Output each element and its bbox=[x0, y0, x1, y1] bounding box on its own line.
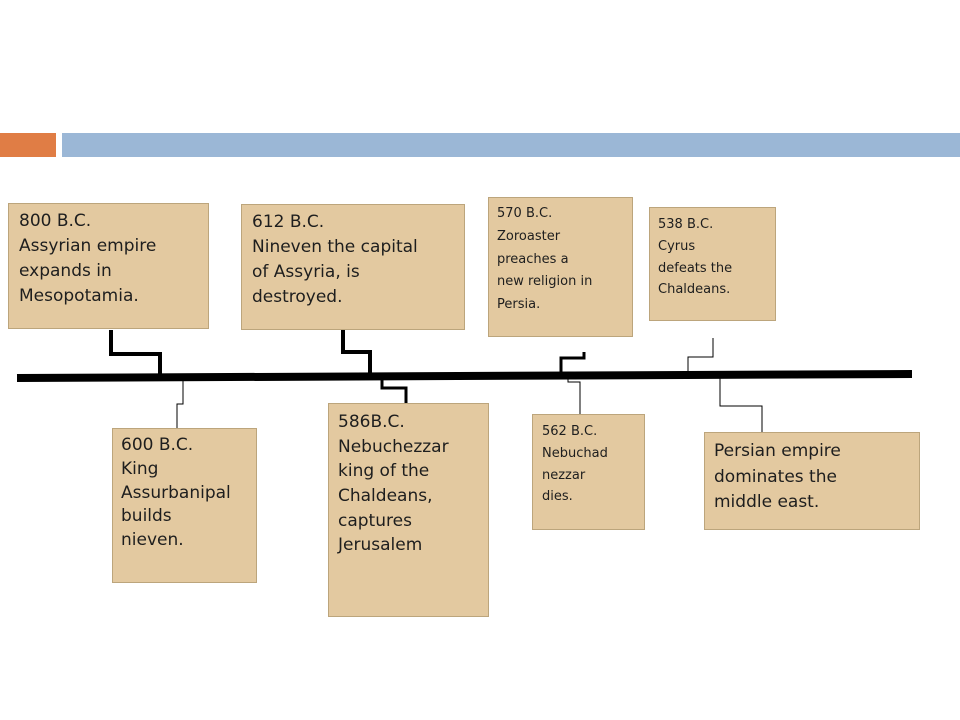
event-562bc: 562 B.C. Nebuchad nezzar dies. bbox=[532, 414, 645, 530]
header-accent-blue bbox=[62, 133, 960, 157]
connector-586bc bbox=[380, 378, 408, 404]
connector-570bc bbox=[559, 352, 586, 374]
connector-800bc bbox=[109, 330, 162, 378]
timeline-axis bbox=[16, 370, 913, 382]
event-570bc: 570 B.C. Zoroaster preaches a new religi… bbox=[488, 197, 633, 337]
event-800bc: 800 B.C. Assyrian empire expands in Meso… bbox=[8, 203, 209, 329]
event-538bc: 538 B.C. Cyrus defeats the Chaldeans. bbox=[649, 207, 776, 321]
connector-562bc bbox=[567, 376, 581, 414]
connector-612bc bbox=[341, 330, 372, 378]
event-persian: Persian empire dominates the middle east… bbox=[704, 432, 920, 530]
connector-538bc bbox=[687, 338, 714, 374]
event-586bc: 586B.C. Nebuchezzar king of the Chaldean… bbox=[328, 403, 489, 617]
header-accent-orange bbox=[0, 133, 56, 157]
connector-persian bbox=[719, 376, 763, 432]
event-600bc: 600 B.C. King Assurbanipal builds nieven… bbox=[112, 428, 257, 583]
connector-600bc bbox=[176, 378, 184, 428]
event-612bc: 612 B.C. Nineven the capital of Assyria,… bbox=[241, 204, 465, 330]
